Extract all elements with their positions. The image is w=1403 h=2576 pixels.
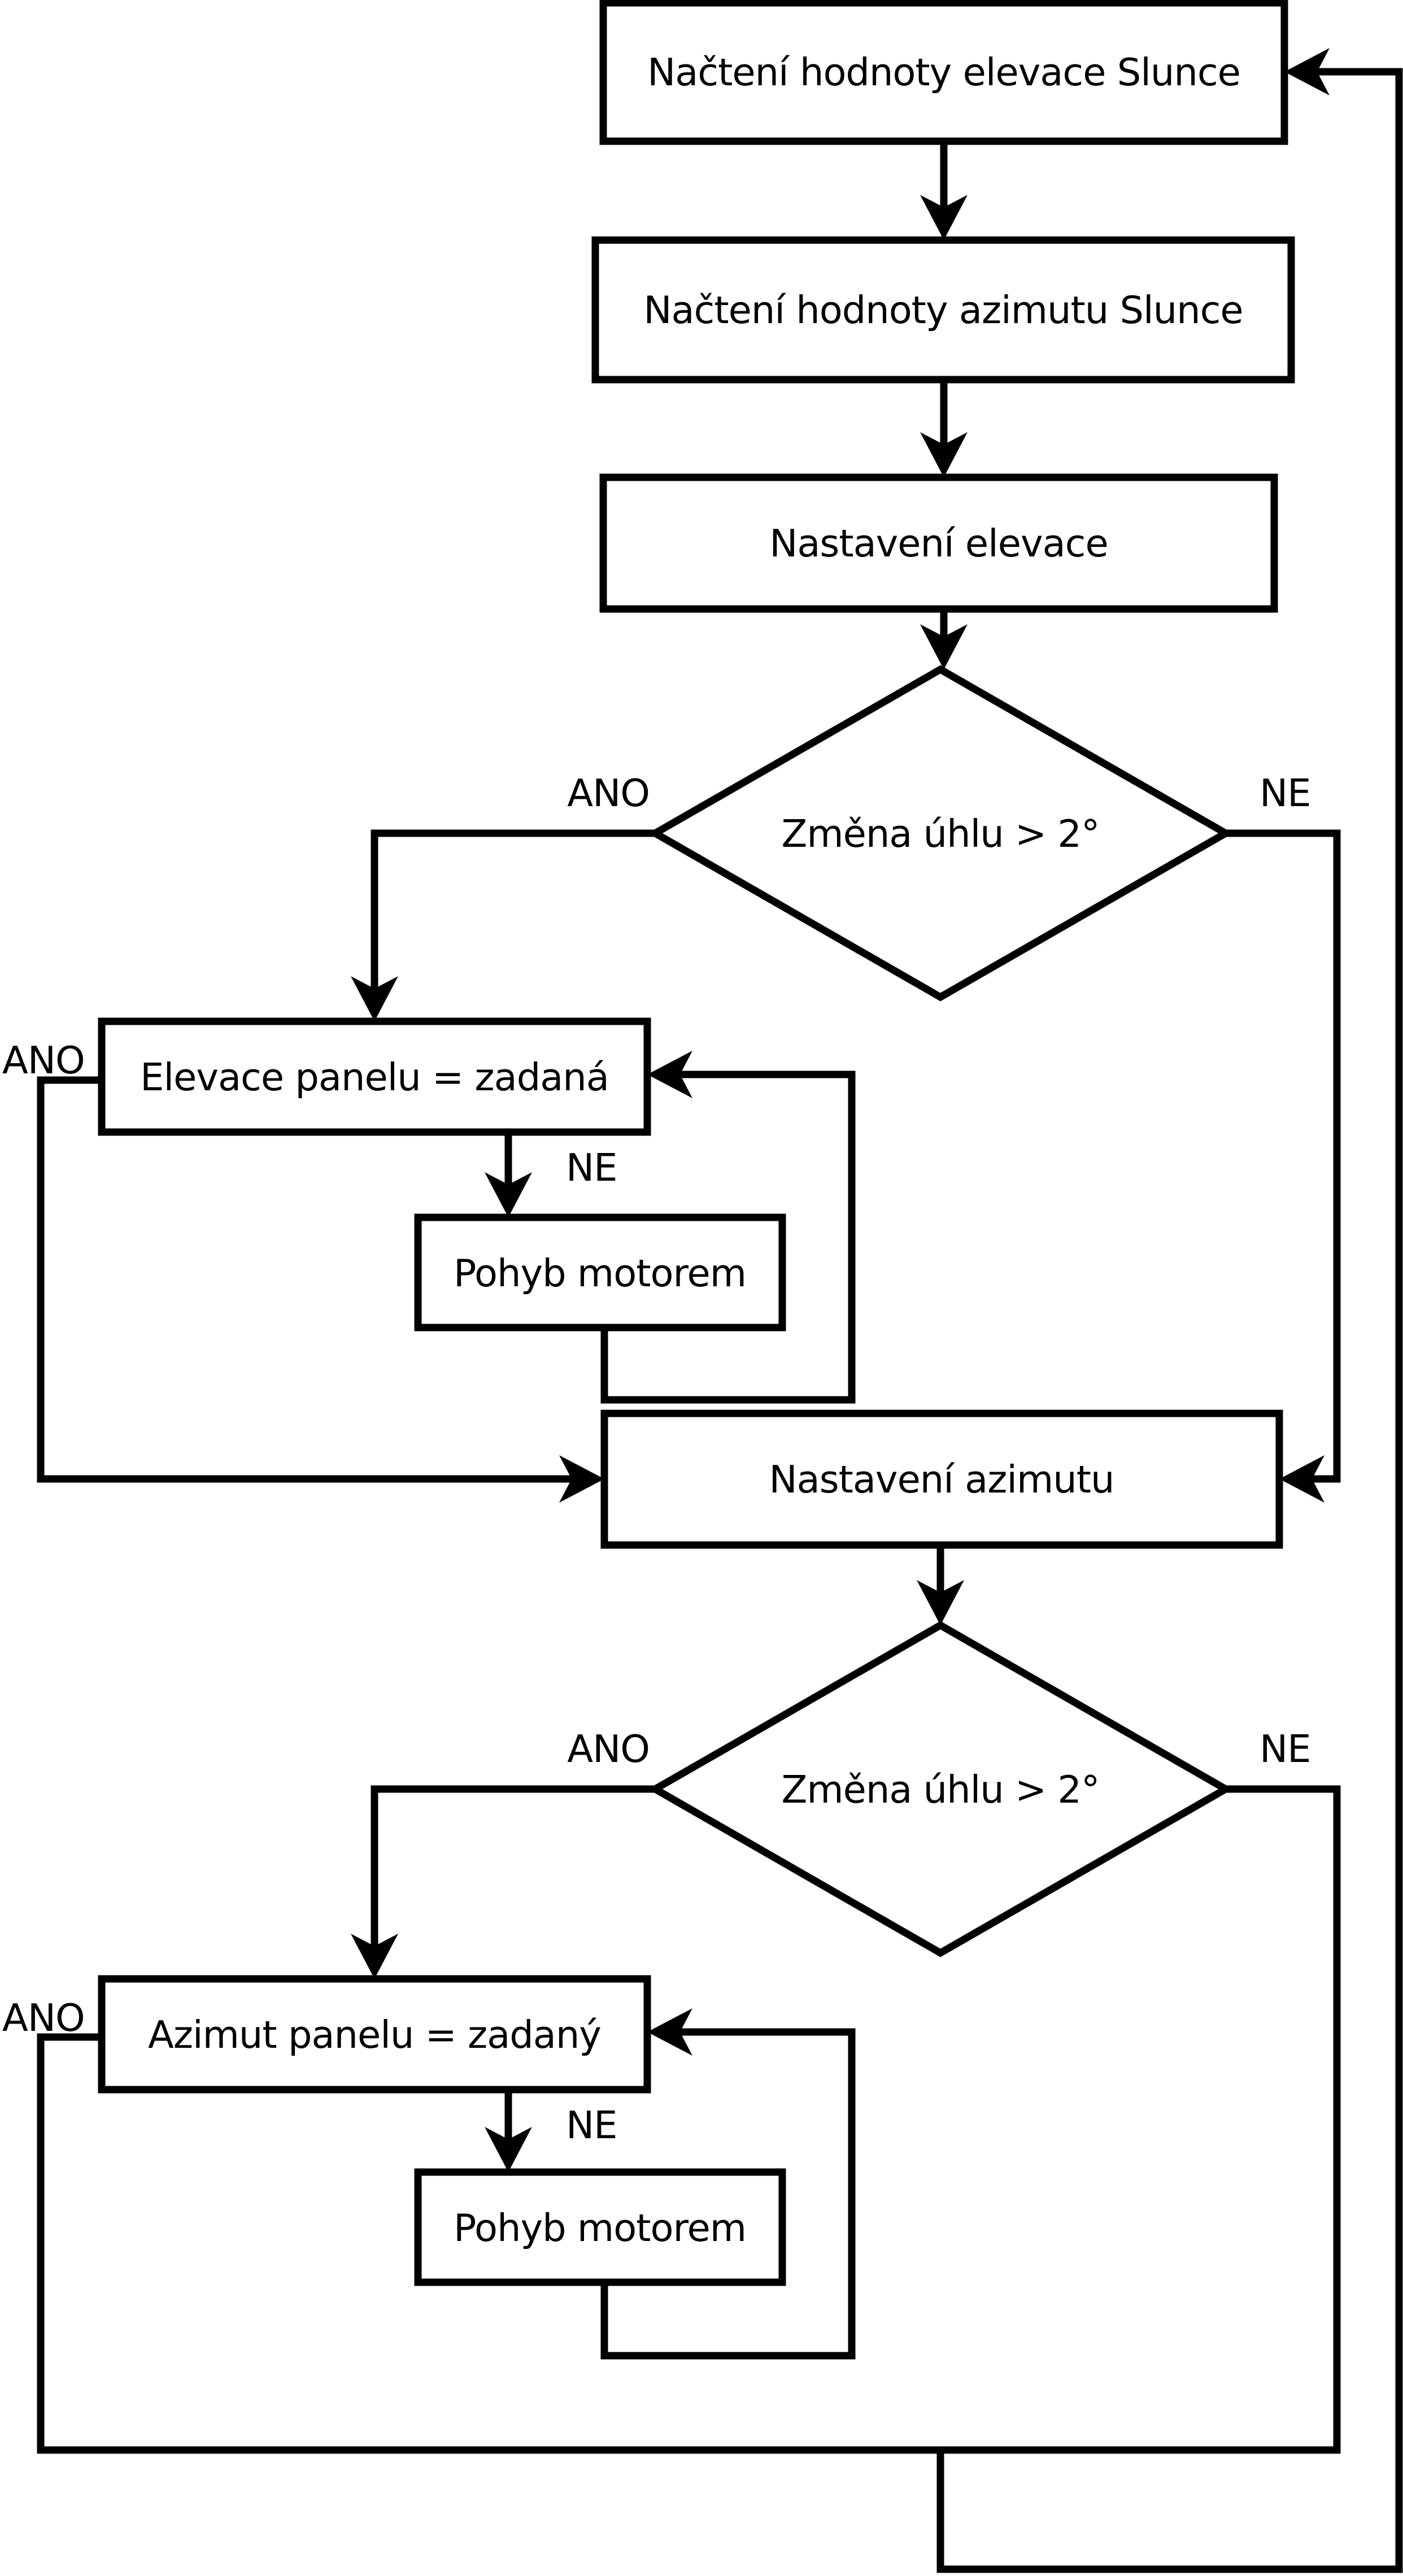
node-label-load-elevation: Načtení hodnoty elevace Slunce: [647, 50, 1240, 94]
edge-label-elevation-equals-no: NE: [566, 1146, 617, 1190]
arrowhead-into-load-elevation: [1284, 48, 1330, 95]
node-label-azimuth-motor: Pohyb motorem: [454, 2206, 746, 2250]
node-label-elevation-motor: Pohyb motorem: [454, 1251, 746, 1295]
edge-elevation-equals-yes: [37, 1076, 572, 1483]
edge-label-azimuth-equals-no: NE: [566, 2103, 617, 2147]
arrowhead-into-elevation-motor: [485, 1172, 532, 1217]
arrowhead-into-set-azimuth-left: [559, 1455, 604, 1503]
process-box-load-azimuth: [591, 236, 1295, 384]
node-label-set-azimuth: Nastavení azimutu: [769, 1457, 1114, 1502]
process-box-elevation-equals: [98, 1017, 651, 1136]
process-box-set-elevation: [599, 473, 1278, 613]
edge-elevation-decision-no: [1226, 829, 1341, 1483]
node-label-azimuth-equals: Azimut panelu = zadaný: [148, 2013, 601, 2057]
edge-label-azimuth-decision-yes: ANO: [567, 1727, 650, 1771]
edge-label-azimuth-decision-no: NE: [1260, 1727, 1310, 1771]
process-box-elevation-motor: [414, 1213, 786, 1331]
arrowhead-into-set-elevation: [920, 432, 968, 477]
edge-azimuth-decision-no: [940, 1785, 1341, 2454]
decision-diamond-azimuth: [647, 1621, 1234, 1957]
node-label-elevation-decision: Změna úhlu > 2°: [781, 812, 1099, 856]
edge-return-to-start: [936, 68, 1403, 2573]
process-box-azimuth-motor: [414, 2168, 786, 2286]
arrowhead-into-load-azimuth: [920, 195, 968, 240]
process-box-azimuth-equals: [98, 1975, 651, 2094]
nodes: Načtení hodnoty elevace Slunce Načtení h…: [98, 0, 1295, 2286]
arrowhead-elevation-motor-loop: [647, 1051, 692, 1098]
edge-elevation-decision-yes: [371, 829, 655, 989]
connectors: [37, 68, 1403, 2573]
edge-label-elevation-equals-yes: ANO: [2, 1038, 85, 1082]
node-label-azimuth-decision: Změna úhlu > 2°: [781, 1768, 1099, 1812]
process-box-set-azimuth: [600, 1409, 1283, 1549]
edge-label-elevation-decision-no: NE: [1260, 771, 1310, 815]
edge-azimuth-decision-yes: [371, 1785, 655, 1946]
arrowhead-azimuth-motor-loop: [647, 2008, 692, 2056]
arrowheads: [351, 48, 1330, 2172]
decision-diamond-elevation: [647, 665, 1234, 1002]
arrowhead-into-azimuth-decision: [917, 1580, 964, 1625]
edge-elevation-motor-loop: [600, 1071, 856, 1404]
edge-labels: ANO NE ANO NE ANO NE ANO NE: [2, 771, 1311, 2147]
arrowhead-into-elevation-equals: [351, 976, 398, 1021]
node-label-load-azimuth: Načtení hodnoty azimutu Slunce: [643, 288, 1243, 332]
edge-azimuth-equals-yes: [37, 2033, 940, 2454]
arrowhead-into-elevation-decision: [920, 624, 968, 669]
arrowhead-into-azimuth-motor: [485, 2127, 532, 2172]
node-label-elevation-equals: Elevace panelu = zadaná: [140, 1055, 609, 1099]
node-label-set-elevation: Nastavení elevace: [769, 521, 1108, 565]
arrowhead-into-azimuth-equals: [351, 1934, 398, 1979]
edge-azimuth-motor-loop: [600, 2028, 856, 2360]
edge-label-azimuth-equals-yes: ANO: [2, 1996, 85, 2040]
arrowhead-into-set-azimuth-right: [1279, 1455, 1324, 1503]
edge-label-elevation-decision-yes: ANO: [567, 771, 650, 815]
process-box-load-elevation: [599, 0, 1288, 145]
